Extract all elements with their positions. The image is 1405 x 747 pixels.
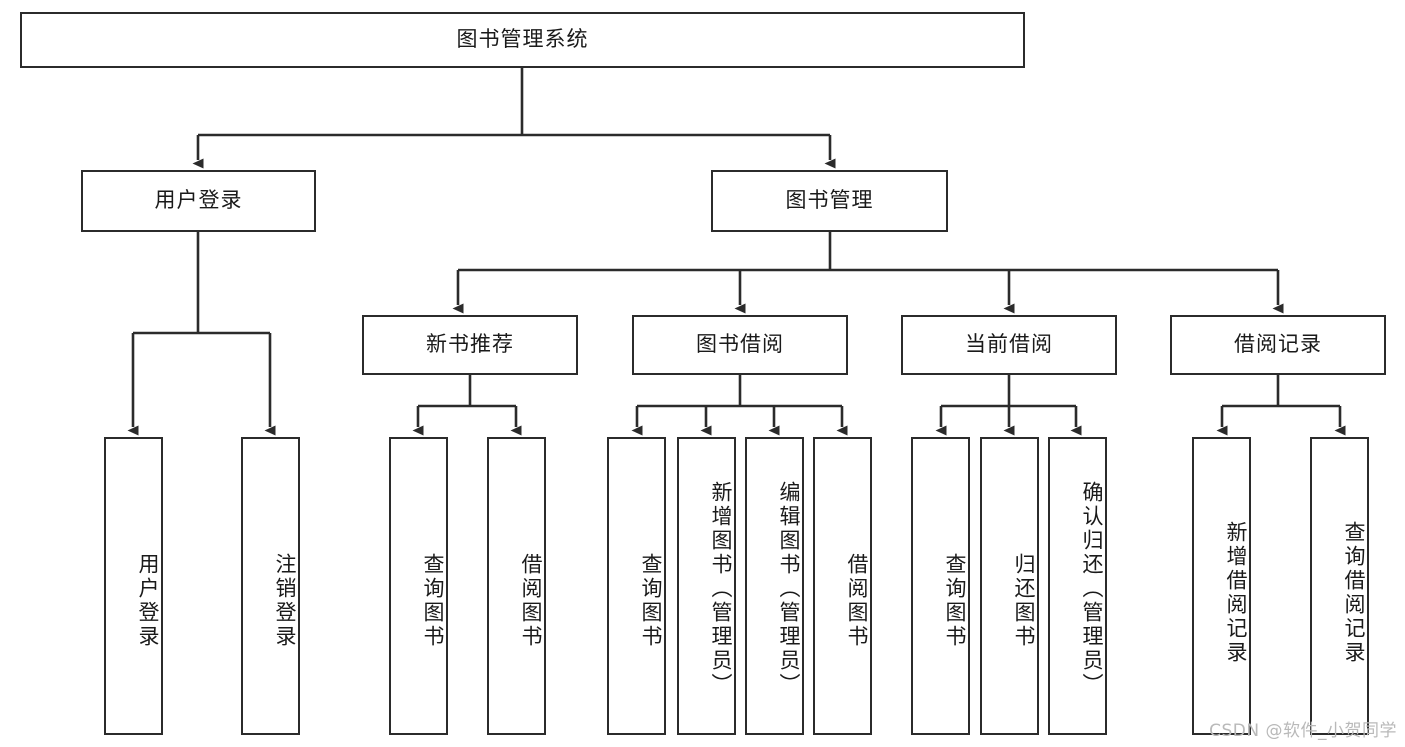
node-leaf-user-login-label: 用户登录 bbox=[136, 553, 160, 649]
node-leaf-confirm-return-admin-label: 确认归还（管理员） bbox=[1080, 481, 1104, 697]
node-leaf-query-book-3[interactable]: 查询图书 bbox=[911, 437, 970, 735]
node-leaf-borrow-book-2[interactable]: 借阅图书 bbox=[813, 437, 872, 735]
node-leaf-add-book-admin[interactable]: 新增图书（管理员） bbox=[677, 437, 736, 735]
node-leaf-return-book[interactable]: 归还图书 bbox=[980, 437, 1039, 735]
node-user-login[interactable]: 用户登录 bbox=[81, 170, 316, 232]
node-leaf-add-borrow-record-label: 新增借阅记录 bbox=[1224, 521, 1248, 665]
node-leaf-query-book-1-label: 查询图书 bbox=[421, 553, 445, 649]
node-leaf-user-login[interactable]: 用户登录 bbox=[104, 437, 163, 735]
node-borrow-record[interactable]: 借阅记录 bbox=[1170, 315, 1386, 375]
node-leaf-user-logout[interactable]: 注销登录 bbox=[241, 437, 300, 735]
node-borrow-record-label: 借阅记录 bbox=[1234, 332, 1322, 357]
node-leaf-query-borrow-record-label: 查询借阅记录 bbox=[1342, 521, 1366, 665]
node-leaf-query-book-2[interactable]: 查询图书 bbox=[607, 437, 666, 735]
node-new-book-recommend-label: 新书推荐 bbox=[426, 332, 514, 357]
node-leaf-query-book-3-label: 查询图书 bbox=[943, 553, 967, 649]
node-leaf-add-borrow-record[interactable]: 新增借阅记录 bbox=[1192, 437, 1251, 735]
node-leaf-borrow-book-1[interactable]: 借阅图书 bbox=[487, 437, 546, 735]
node-root[interactable]: 图书管理系统 bbox=[20, 12, 1025, 68]
node-leaf-confirm-return-admin[interactable]: 确认归还（管理员） bbox=[1048, 437, 1107, 735]
node-leaf-query-book-2-label: 查询图书 bbox=[639, 553, 663, 649]
node-book-borrow-label: 图书借阅 bbox=[696, 332, 784, 357]
node-root-label: 图书管理系统 bbox=[456, 27, 589, 52]
node-leaf-query-borrow-record[interactable]: 查询借阅记录 bbox=[1310, 437, 1369, 735]
node-book-borrow[interactable]: 图书借阅 bbox=[632, 315, 848, 375]
node-book-manage-label: 图书管理 bbox=[785, 188, 874, 213]
node-leaf-borrow-book-1-label: 借阅图书 bbox=[519, 553, 543, 649]
node-leaf-borrow-book-2-label: 借阅图书 bbox=[845, 553, 869, 649]
node-leaf-user-logout-label: 注销登录 bbox=[273, 553, 297, 649]
node-leaf-edit-book-admin[interactable]: 编辑图书（管理员） bbox=[745, 437, 804, 735]
node-current-borrow[interactable]: 当前借阅 bbox=[901, 315, 1117, 375]
watermark: CSDN @软件_小贺同学 bbox=[1209, 721, 1397, 741]
node-current-borrow-label: 当前借阅 bbox=[965, 332, 1053, 357]
node-leaf-add-book-admin-label: 新增图书（管理员） bbox=[709, 481, 733, 697]
node-book-manage[interactable]: 图书管理 bbox=[711, 170, 948, 232]
node-user-login-label: 用户登录 bbox=[154, 188, 243, 213]
node-leaf-query-book-1[interactable]: 查询图书 bbox=[389, 437, 448, 735]
node-leaf-edit-book-admin-label: 编辑图书（管理员） bbox=[777, 481, 801, 697]
node-new-book-recommend[interactable]: 新书推荐 bbox=[362, 315, 578, 375]
node-leaf-return-book-label: 归还图书 bbox=[1012, 553, 1036, 649]
